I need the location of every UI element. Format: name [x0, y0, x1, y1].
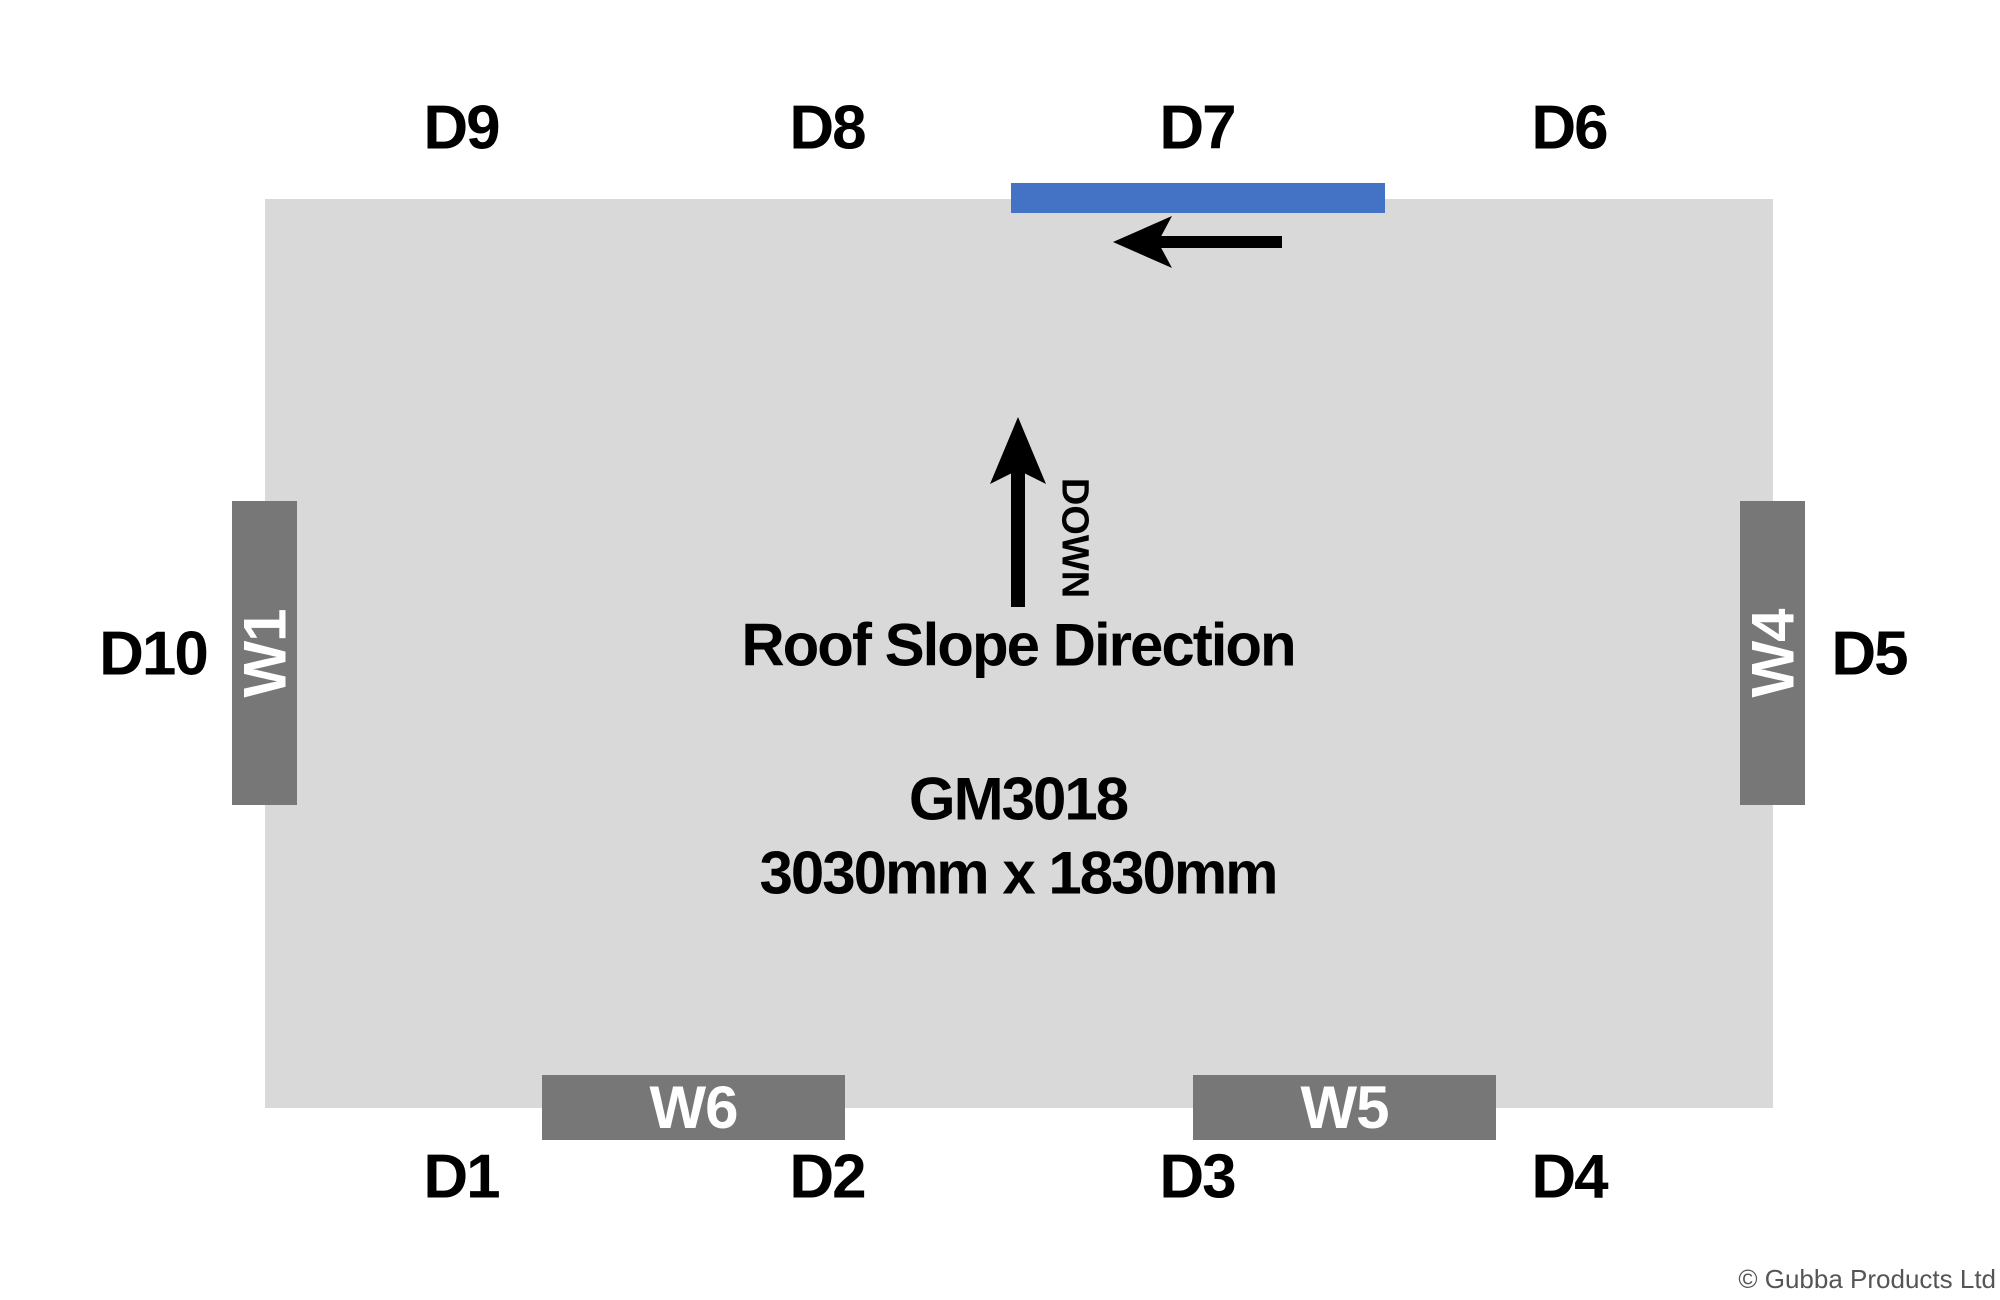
- label-d4: D4: [1531, 1142, 1608, 1212]
- label-d9: D9: [423, 93, 500, 163]
- window-w6: W6: [542, 1074, 845, 1141]
- label-d8: D8: [789, 93, 866, 163]
- label-d1: D1: [423, 1142, 500, 1212]
- window-w5-label: W5: [1300, 1074, 1390, 1141]
- label-d7: D7: [1159, 93, 1236, 163]
- window-w6-label: W6: [649, 1074, 739, 1141]
- label-d3: D3: [1159, 1142, 1236, 1212]
- model-code: GM3018: [908, 765, 1129, 833]
- slope-up-arrow-icon: [990, 417, 1046, 607]
- window-w5: W5: [1193, 1074, 1496, 1141]
- window-w4-label: W4: [1739, 609, 1806, 697]
- label-d6: D6: [1531, 93, 1608, 163]
- dimensions: 3030mm x 1830mm: [759, 839, 1278, 907]
- gutter-bar: [1011, 183, 1385, 213]
- window-w4: W4: [1739, 501, 1806, 805]
- gutter-flow-arrow-icon: [1113, 216, 1282, 268]
- label-d10: D10: [99, 619, 209, 689]
- window-w1-label: W1: [231, 609, 298, 697]
- roof-area: [265, 199, 1773, 1108]
- slope-title: Roof Slope Direction: [741, 611, 1296, 679]
- down-label: DOWN: [1053, 477, 1096, 599]
- label-d2: D2: [789, 1142, 866, 1212]
- copyright: © Gubba Products Ltd: [1738, 1264, 1996, 1294]
- label-d5: D5: [1831, 619, 1908, 689]
- window-w1: W1: [231, 501, 298, 805]
